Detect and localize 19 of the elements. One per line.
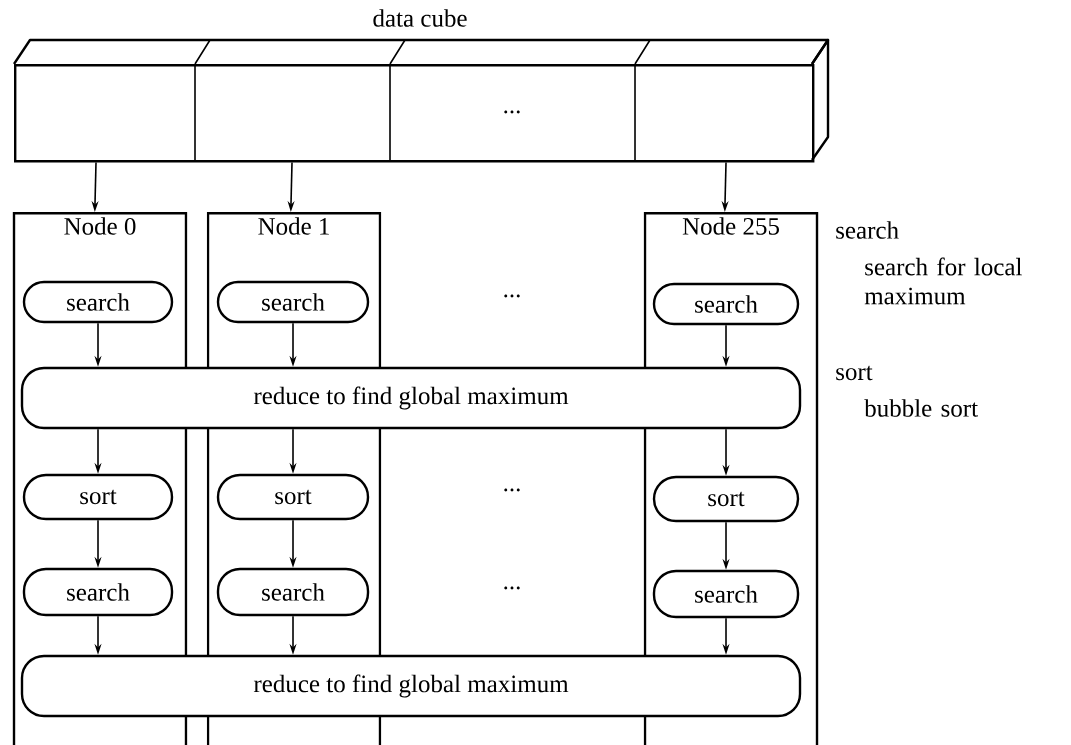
legend-term: sort: [836, 365, 873, 381]
process-box: sort: [22, 473, 174, 521]
legend-term: search: [836, 221, 899, 239]
process-box: search: [216, 280, 370, 324]
ellipsis: ...: [504, 586, 520, 590]
process-box: search: [216, 567, 370, 617]
ellipsis: ...: [504, 488, 520, 492]
process-box: search: [22, 567, 174, 617]
process-box: search: [652, 569, 800, 619]
process-box: sort: [216, 473, 370, 521]
cube-label: data cube: [373, 9, 467, 27]
process-box: sort: [652, 475, 800, 523]
legend-description: search for local maximum: [864, 257, 1022, 305]
reduce-box: reduce to find global maximum: [20, 654, 802, 718]
process-box: search: [22, 280, 174, 324]
reduce-box: reduce to find global maximum: [20, 366, 802, 430]
legend-description: bubble sort: [864, 399, 978, 417]
process-box: search: [652, 282, 800, 326]
ellipsis: ...: [504, 294, 520, 298]
